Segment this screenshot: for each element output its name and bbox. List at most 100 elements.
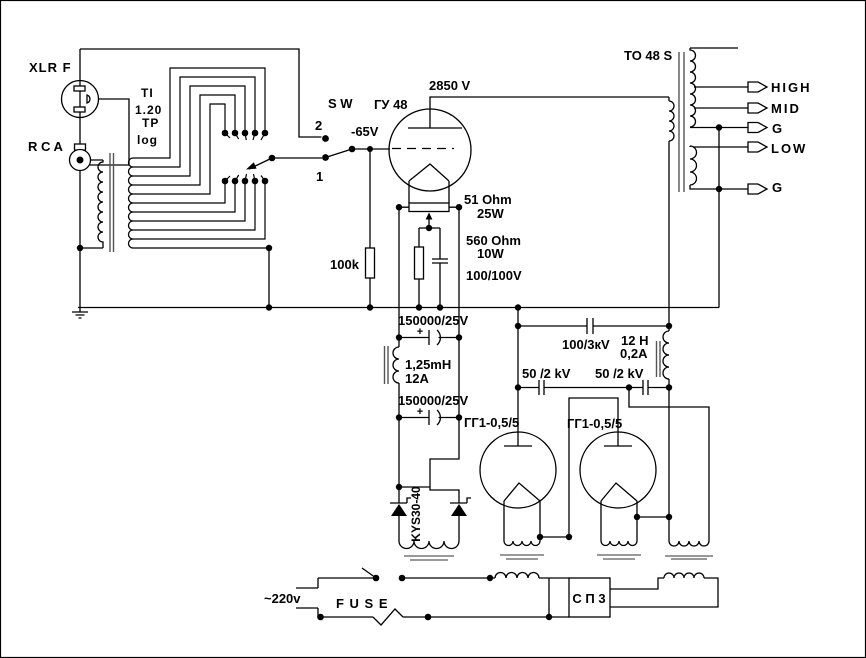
sw-contact1: [322, 154, 329, 161]
junction-dot: [317, 613, 324, 621]
junction-dot: [395, 204, 403, 211]
to48s-secondary-upper: [689, 48, 697, 128]
label-c-cathode: 100/100V: [466, 268, 522, 283]
tube1-envelope: [479, 431, 557, 509]
label-l-hv-amps: 0,2A: [620, 346, 648, 361]
chv-plates: [586, 318, 594, 334]
pot-body: [408, 202, 450, 213]
r100k-body: [364, 247, 376, 279]
label-hv: 2850 V: [429, 78, 471, 93]
contact-dot: [241, 177, 249, 185]
wiper-dot: [268, 154, 276, 162]
junction-dot: [265, 244, 273, 252]
tube-cathode: [408, 163, 450, 182]
contact-dot: [231, 177, 239, 185]
sw-contact2: [322, 135, 329, 142]
cap-50-2kv-right: [642, 380, 649, 395]
rotary-selector: [221, 129, 276, 185]
tube1-cathode: [503, 482, 541, 502]
label-out-low: LOW: [771, 141, 807, 156]
junction-dot: [565, 533, 573, 541]
label-c1-plus: +: [417, 326, 423, 338]
junction-dot: [436, 304, 444, 311]
ground-symbol: [72, 307, 88, 319]
contact-dot: [251, 177, 259, 185]
junction-dot: [265, 304, 273, 311]
t4-primary: [663, 572, 705, 579]
output-terminals: [747, 81, 769, 195]
to48s-primary: [668, 97, 675, 142]
junction-dot: [715, 185, 723, 193]
label-rect-tube1: ГГ1-0,5/5: [464, 415, 519, 430]
filter-cap1: [428, 329, 441, 346]
terminal-mid: [747, 102, 769, 114]
filter-cap2: [428, 409, 441, 426]
junction-dot: [395, 483, 403, 491]
d1-cathode-bar: [390, 497, 411, 504]
contact-dot: [231, 129, 239, 137]
junction-dot: [486, 574, 494, 582]
junction-dot: [545, 613, 553, 621]
spz-body: [568, 577, 611, 618]
l1-core: [383, 346, 389, 384]
filament-transformer2: [597, 540, 641, 560]
t1-core: [109, 153, 115, 252]
label-sw: S W: [328, 96, 353, 111]
wire-mains-top: [296, 567, 569, 617]
label-t1-tp: TP: [142, 116, 159, 130]
tube2-envelope: [579, 431, 657, 509]
label-pot-power: 25W: [477, 206, 504, 221]
junction-dot: [536, 533, 544, 541]
label-out-g2: G: [772, 180, 784, 195]
xlr-connector: [60, 79, 100, 119]
hv-choke-12h: [655, 326, 670, 380]
tube2-cathode: [600, 482, 638, 502]
rca-connector: [68, 143, 92, 172]
d2-anode-triangle: [451, 504, 467, 516]
t4-core: [665, 555, 713, 560]
t3-secondary: [600, 540, 638, 547]
labels-layer: XLR F R C A TI 1.20 TP log S W 2 1 -65V …: [28, 48, 812, 611]
filament-transformer1: [494, 540, 544, 579]
label-mains: ~220v: [264, 591, 301, 606]
pot-wiper-arrow: [425, 212, 433, 220]
t2-secondary: [503, 540, 541, 547]
label-out-high: HIGH: [771, 80, 812, 95]
junction-dot: [514, 304, 522, 311]
wire-tube2-legs: [600, 501, 638, 541]
xlr-pin2: [86, 94, 91, 104]
junction-dot: [398, 574, 406, 582]
label-spz: С П 3: [572, 591, 605, 606]
spz-unit: [568, 577, 611, 618]
l1-coil: [392, 346, 400, 384]
contact-dot: [251, 129, 259, 137]
to48s-core: [678, 52, 685, 192]
sw-common: [348, 145, 356, 153]
terminal-high: [747, 81, 769, 93]
junction-dot: [366, 304, 374, 311]
junction-dot: [395, 414, 403, 421]
xlr-pin1: [73, 85, 86, 92]
contact-stubs: [224, 132, 266, 182]
junction-dot: [625, 384, 633, 391]
rca-pin: [76, 156, 84, 164]
wire-taps-upper: [133, 67, 266, 195]
junction-dot: [455, 334, 463, 341]
d2-cathode-bar: [450, 497, 471, 504]
c2-minus-plate: [436, 409, 441, 426]
l12h-coil: [662, 330, 670, 380]
ground-glyph: [72, 307, 88, 319]
cap-50-2kv-left: [538, 380, 545, 395]
trect-secondary: [398, 540, 460, 550]
r560-body: [413, 246, 425, 280]
label-sw-pos1: 1: [316, 169, 323, 184]
wire-plate-supply: [429, 96, 669, 128]
label-main-tube: ГУ 48: [374, 97, 408, 112]
hv-transformer: [663, 540, 713, 579]
label-c50-right: 50 /2 kV: [595, 366, 644, 381]
terminal-low: [747, 141, 769, 153]
trect-core: [404, 555, 454, 561]
